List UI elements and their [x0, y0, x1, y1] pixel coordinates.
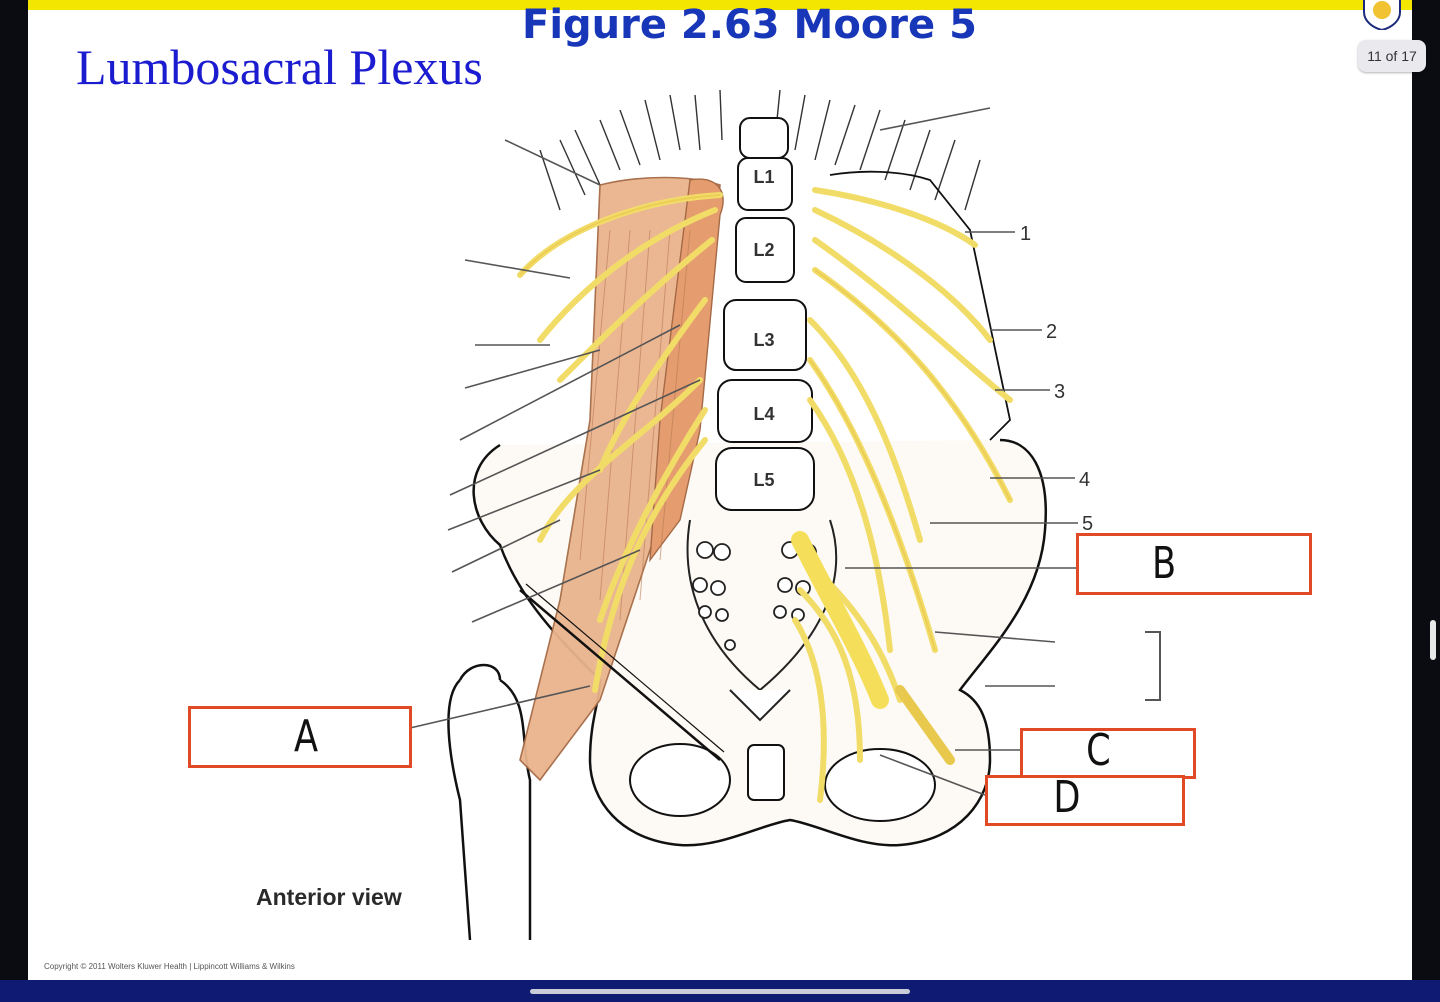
- answer-label-d: D: [1053, 772, 1081, 823]
- vertebral-column: [715, 117, 815, 511]
- answer-label-b: B: [1152, 538, 1177, 589]
- answer-box-c[interactable]: C: [1020, 725, 1196, 779]
- answer-box-d[interactable]: D: [985, 772, 1185, 826]
- vertebra-label: L1: [753, 167, 774, 187]
- number-label: 5: [1082, 513, 1093, 535]
- edge-handle[interactable]: [1430, 620, 1436, 660]
- femur: [447, 663, 532, 941]
- number-label: 4: [1079, 469, 1090, 491]
- page-counter[interactable]: 11 of 17: [1358, 40, 1426, 72]
- number-label: 3: [1054, 381, 1065, 403]
- figure-label: Figure 2.63 Moore 5: [522, 2, 977, 48]
- answer-box-b[interactable]: B: [1076, 533, 1312, 595]
- answer-box-a[interactable]: A: [188, 706, 412, 768]
- copyright-text: Copyright © 2011 Wolters Kluwer Health |…: [44, 962, 295, 971]
- school-logo-icon: [1363, 0, 1401, 30]
- home-indicator[interactable]: [530, 989, 910, 994]
- sacral-foramina: [692, 541, 817, 651]
- vertebra-label: L4: [753, 404, 774, 424]
- vertebra-label: L2: [753, 240, 774, 260]
- top-strip: [28, 0, 1412, 10]
- leader-lines: [409, 107, 1078, 796]
- vertebra-label: L5: [753, 470, 774, 490]
- number-label: 1: [1020, 223, 1031, 245]
- answer-label-c: C: [1086, 725, 1111, 776]
- vertebra-label: L3: [753, 330, 774, 350]
- slide-title: Lumbosacral Plexus: [76, 39, 483, 95]
- answer-label-a: A: [294, 711, 319, 762]
- number-label: 2: [1046, 321, 1057, 343]
- view-caption: Anterior view: [256, 884, 402, 910]
